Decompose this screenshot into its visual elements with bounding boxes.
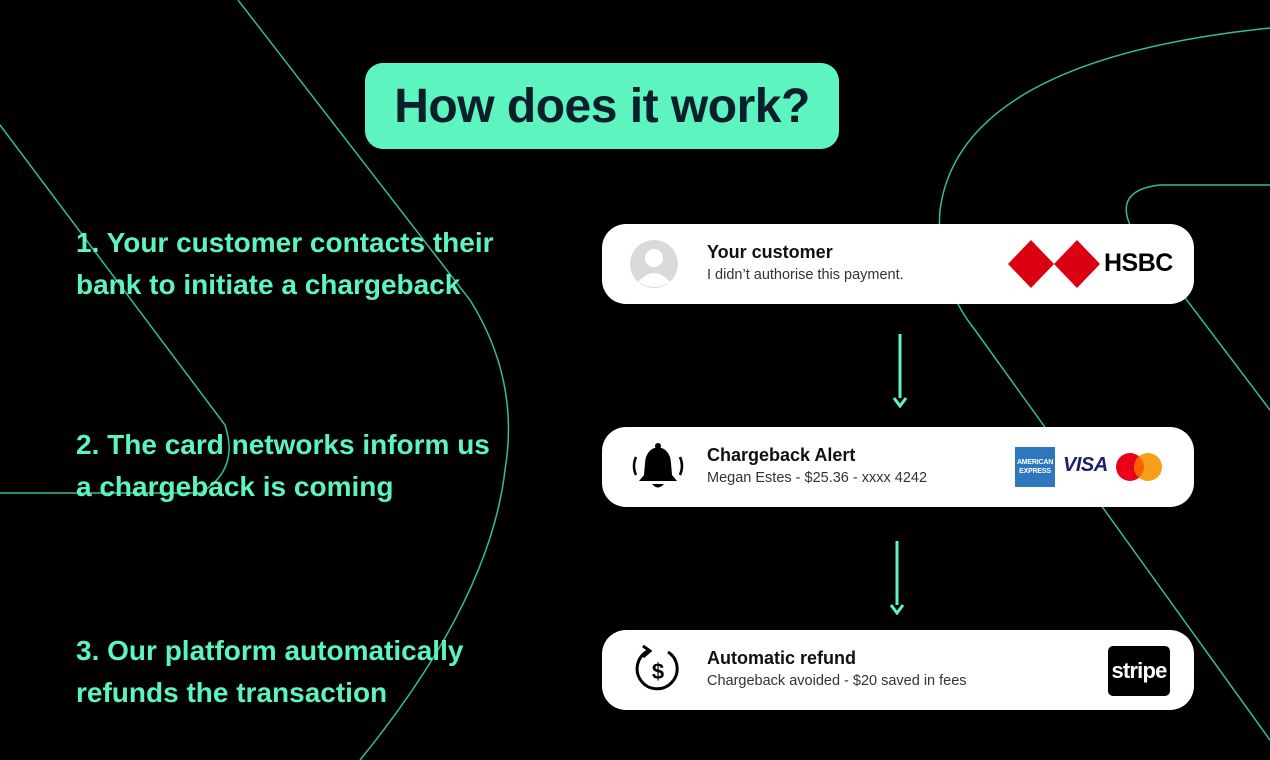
step-3-line-2: refunds the transaction <box>76 677 388 708</box>
arrow-down-icon <box>892 334 908 408</box>
card-your-customer: Your customer I didn’t authorise this pa… <box>602 224 1194 304</box>
svg-text:$: $ <box>652 659 664 684</box>
step-2-line-2: a chargeback is coming <box>76 471 394 502</box>
stripe-wordmark: stripe <box>1111 658 1167 683</box>
card-1-subtitle: I didn’t authorise this payment. <box>707 267 904 283</box>
card-1-title: Your customer <box>707 242 833 262</box>
refund-dollar-icon: $ <box>635 644 679 691</box>
bell-icon <box>632 443 684 488</box>
card-3-title: Automatic refund <box>707 648 857 668</box>
step-2: 2. The card networks inform us a chargeb… <box>76 424 546 508</box>
mastercard-logo: mastercard <box>1116 453 1162 481</box>
card-automatic-refund: $ Automatic refund Chargeback avoided - … <box>602 630 1194 710</box>
hsbc-wordmark: HSBC <box>1104 249 1173 277</box>
step-3: 3. Our platform automatically refunds th… <box>76 630 546 714</box>
hsbc-hexagon-icon <box>1008 240 1100 288</box>
step-1-line-1: 1. Your customer contacts their <box>76 227 494 258</box>
card-chargeback-alert: Chargeback Alert Megan Estes - $25.36 - … <box>602 427 1194 507</box>
mastercard-circles-icon <box>1116 453 1162 481</box>
step-3-line-1: 3. Our platform automatically <box>76 635 464 666</box>
visa-logo: VISA <box>1063 454 1108 477</box>
step-1-line-2: bank to initiate a chargeback <box>76 269 461 300</box>
avatar-icon <box>630 240 678 288</box>
stripe-logo: stripe <box>1108 646 1170 696</box>
visa-wordmark: VISA <box>1063 454 1108 476</box>
page-title: How does it work? <box>365 63 839 149</box>
step-2-line-1: 2. The card networks inform us <box>76 429 490 460</box>
card-2-title: Chargeback Alert <box>707 445 856 465</box>
hsbc-logo: HSBC <box>1008 240 1180 288</box>
card-2-subtitle: Megan Estes - $25.36 - xxxx 4242 <box>707 470 928 486</box>
step-1: 1. Your customer contacts their bank to … <box>76 222 546 306</box>
arrow-down-icon <box>889 541 905 615</box>
amex-wordmark: AMERICAN EXPRESS <box>1016 459 1054 475</box>
amex-logo: AMERICAN EXPRESS <box>1015 447 1055 487</box>
card-3-subtitle: Chargeback avoided - $20 saved in fees <box>707 673 967 689</box>
